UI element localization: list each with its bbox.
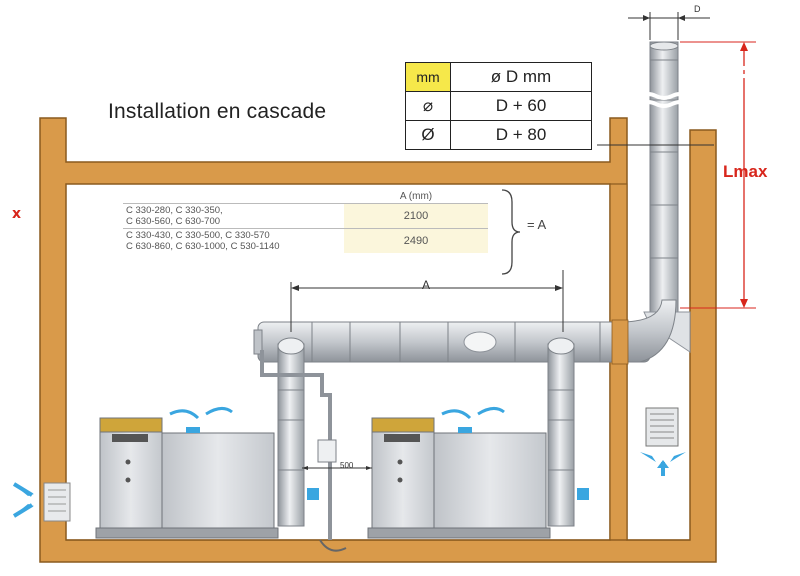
diameter-table-header: mm ø D mm [405,62,592,92]
models-header: A (mm) [344,190,488,204]
models-table-header: A (mm) [123,190,488,204]
models-row: C 330-280, C 330-350, C 630-560, C 630-7… [123,203,488,229]
boiler-riser-left [277,337,319,527]
header-unit: mm [405,62,451,92]
models-table: A (mm) C 330-280, C 330-350, C 630-560, … [123,190,488,253]
models-list: C 330-430, C 330-500, C 330-570 C 630-86… [123,228,344,253]
diameter-table: mm ø D mm ⌀ D + 60 Ø D + 80 [405,62,592,150]
d-label: D [694,4,701,14]
dimension-d [628,12,710,40]
boiler-riser-right [547,337,589,527]
dimension-a [290,270,564,332]
spacing-500-label: 500 [340,461,354,470]
diameter-row: Ø D + 80 [405,120,592,150]
diagram-title: Installation en cascade [108,100,327,123]
boiler-left [95,407,279,539]
model-line: C 630-560, C 630-700 [126,216,221,227]
x-mark: x [12,206,22,222]
boiler-right [367,407,551,539]
models-header-spacer [123,190,344,204]
diameter-value: D + 80 [450,120,592,150]
model-line: C 330-430, C 330-500, C 330-570 [126,230,270,241]
diameter-symbol: Ø [405,120,451,150]
models-row: C 330-430, C 330-500, C 330-570 C 630-86… [123,228,488,253]
diameter-row: ⌀ D + 60 [405,91,592,121]
models-a-value: 2490 [344,228,488,253]
dimension-500 [302,466,372,470]
header-diameter: ø D mm [450,62,592,92]
a-label: A [422,278,431,292]
dimension-lmax [680,41,769,309]
equals-a-label: = A [527,217,547,232]
lmax-label: Lmax [723,162,768,181]
diameter-symbol: ⌀ [405,91,451,121]
left-wall-vent [12,482,71,522]
model-line: C 630-860, C 630-1000, C 530-1140 [126,241,280,252]
models-brace [501,189,521,275]
models-list: C 330-280, C 330-350, C 630-560, C 630-7… [123,203,344,229]
condensate-drain [260,350,347,552]
model-line: C 330-280, C 330-350, [126,205,223,216]
diameter-value: D + 60 [450,91,592,121]
models-a-value: 2100 [344,203,488,229]
shaft-vent-grille [640,407,686,476]
